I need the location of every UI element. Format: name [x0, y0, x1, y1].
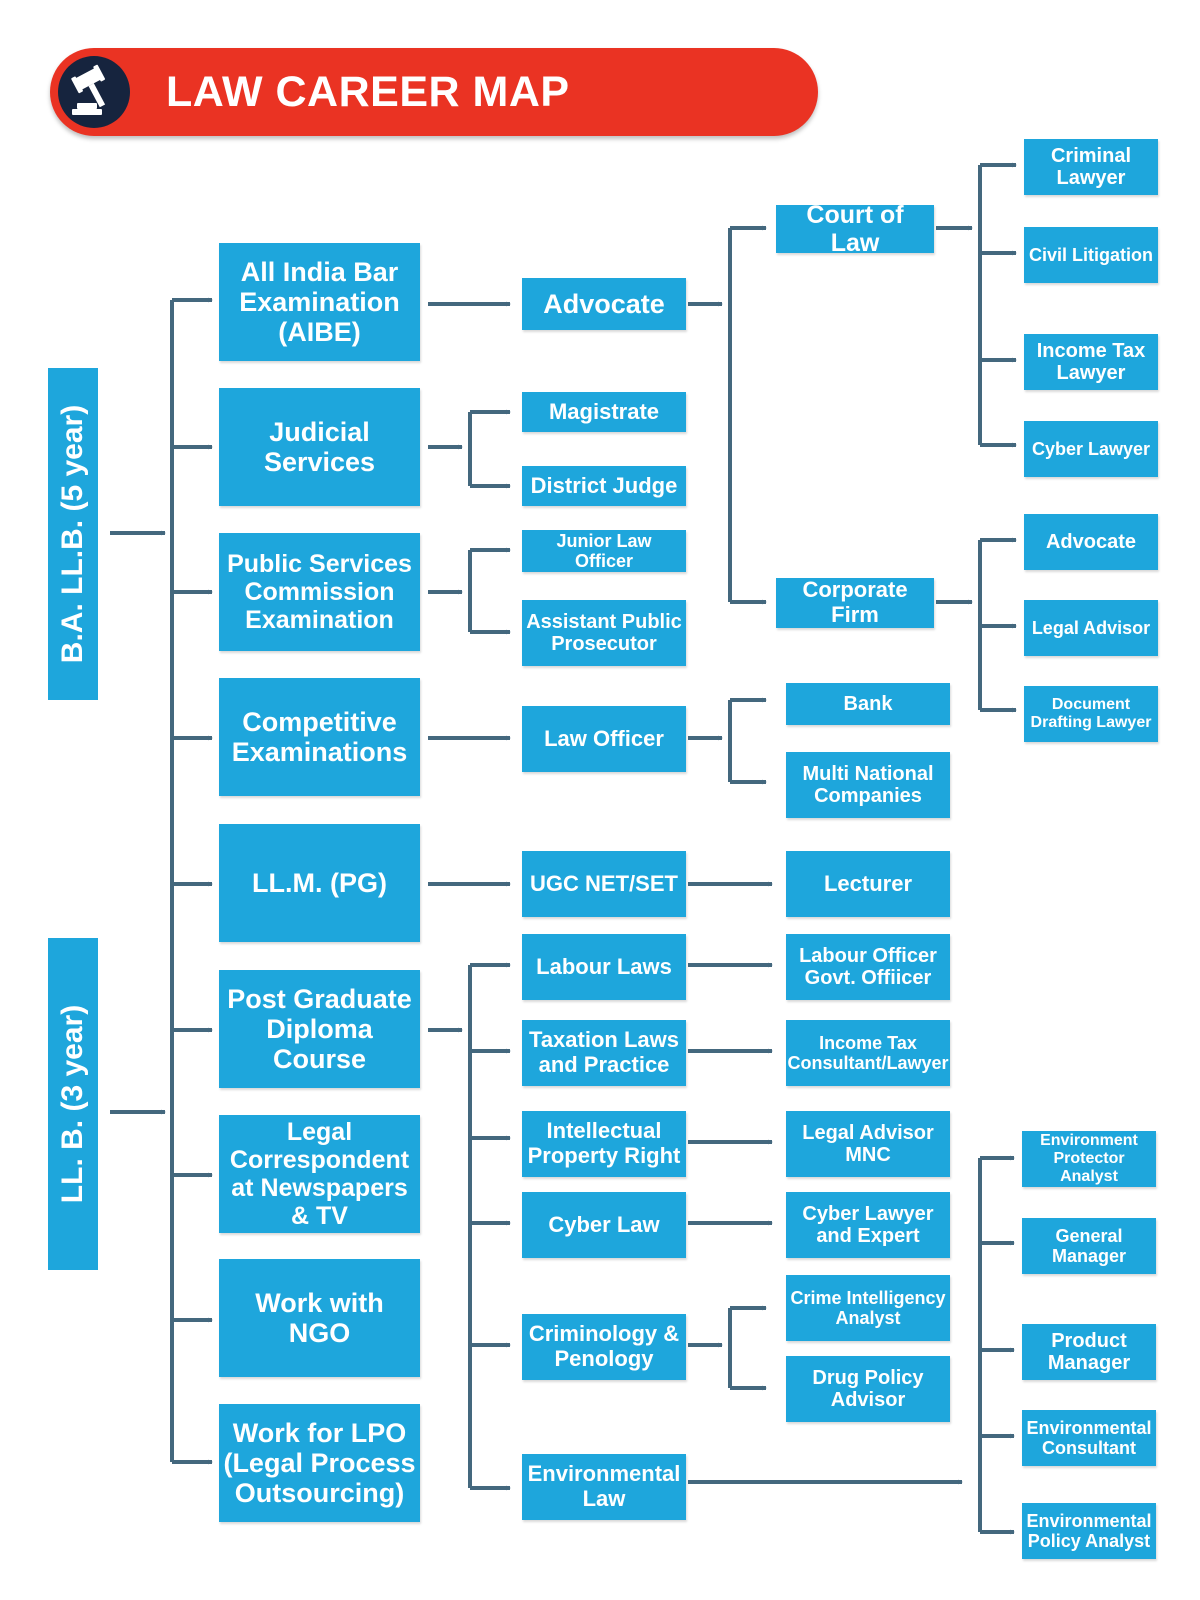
path-llm: LL.M. (PG) [219, 824, 420, 942]
spec-legal-advisor: Legal Advisor [1024, 600, 1158, 656]
outcome-crime-analyst: Crime Intelligency Analyst [786, 1275, 950, 1341]
path-legal-correspondent: Legal Correspondent at Newspapers & TV [219, 1115, 420, 1233]
role-environmental-law: Environmental Law [522, 1454, 686, 1520]
spec-product-manager: Product Manager [1022, 1324, 1156, 1380]
outcome-court-of-law: Court of Law [776, 201, 934, 257]
path-pg-diploma: Post Graduate Diploma Course [219, 970, 420, 1088]
role-district-judge: District Judge [522, 466, 686, 506]
role-advocate: Advocate [522, 278, 686, 330]
path-aibe: All India Bar Examination (AIBE) [219, 243, 420, 361]
role-taxation-laws: Taxation Laws and Practice [522, 1020, 686, 1086]
spec-environment-protector-analyst: Environment Protector Analyst [1022, 1131, 1156, 1187]
spec-advocate: Advocate [1024, 514, 1158, 570]
outcome-cyber-lawyer-expert: Cyber Lawyer and Expert [786, 1192, 950, 1258]
path-lpo: Work for LPO (Legal Process Outsourcing) [219, 1404, 420, 1522]
path-psc-exam: Public Services Commission Examination [219, 533, 420, 651]
role-law-officer: Law Officer [522, 706, 686, 772]
page-title: LAW CAREER MAP [166, 68, 570, 116]
path-competitive-exams: Competitive Examinations [219, 678, 420, 796]
outcome-labour-officer: Labour Officer Govt. Offiicer [786, 934, 950, 1000]
title-banner: LAW CAREER MAP [50, 48, 818, 136]
role-junior-law-officer: Junior Law Officer [522, 530, 686, 572]
role-criminology: Criminology & Penology [522, 1314, 686, 1380]
spec-income-tax-lawyer: Income Tax Lawyer [1024, 334, 1158, 390]
spec-environmental-policy-analyst: Environmental Policy Analyst [1022, 1503, 1156, 1559]
outcome-bank: Bank [786, 683, 950, 725]
role-labour-laws: Labour Laws [522, 934, 686, 1000]
outcome-legal-advisor-mnc: Legal Advisor MNC [786, 1111, 950, 1177]
spec-criminal-lawyer: Criminal Lawyer [1024, 139, 1158, 195]
outcome-income-tax-consultant: Income Tax Consultant/Lawyer [786, 1020, 950, 1086]
outcome-mnc: Multi National Companies [786, 752, 950, 818]
gavel-icon [58, 56, 130, 128]
role-ipr: Intellectual Property Right [522, 1111, 686, 1177]
role-cyber-law: Cyber Law [522, 1192, 686, 1258]
spec-document-drafting-lawyer: Document Drafting Lawyer [1024, 686, 1158, 742]
role-asst-public-prosecutor: Assistant Public Prosecutor [522, 600, 686, 666]
spec-civil-litigation: Civil Litigation [1024, 227, 1158, 283]
path-ngo: Work with NGO [219, 1259, 420, 1377]
degree-llb-label: LL. B. (3 year) [56, 1004, 90, 1204]
degree-llb: LL. B. (3 year) [48, 938, 98, 1270]
degree-ba-llb: B.A. LL.B. (5 year) [48, 368, 98, 700]
spec-general-manager: General Manager [1022, 1218, 1156, 1274]
spec-cyber-lawyer: Cyber Lawyer [1024, 421, 1158, 477]
degree-ba-llb-label: B.A. LL.B. (5 year) [56, 404, 90, 664]
outcome-corporate-firm: Corporate Firm [776, 578, 934, 628]
path-judicial-services: Judicial Services [219, 388, 420, 506]
outcome-lecturer: Lecturer [786, 851, 950, 917]
role-magistrate: Magistrate [522, 392, 686, 432]
outcome-drug-policy-advisor: Drug Policy Advisor [786, 1356, 950, 1422]
role-ugc-net-set: UGC NET/SET [522, 851, 686, 917]
spec-environmental-consultant: Environmental Consultant [1022, 1410, 1156, 1466]
